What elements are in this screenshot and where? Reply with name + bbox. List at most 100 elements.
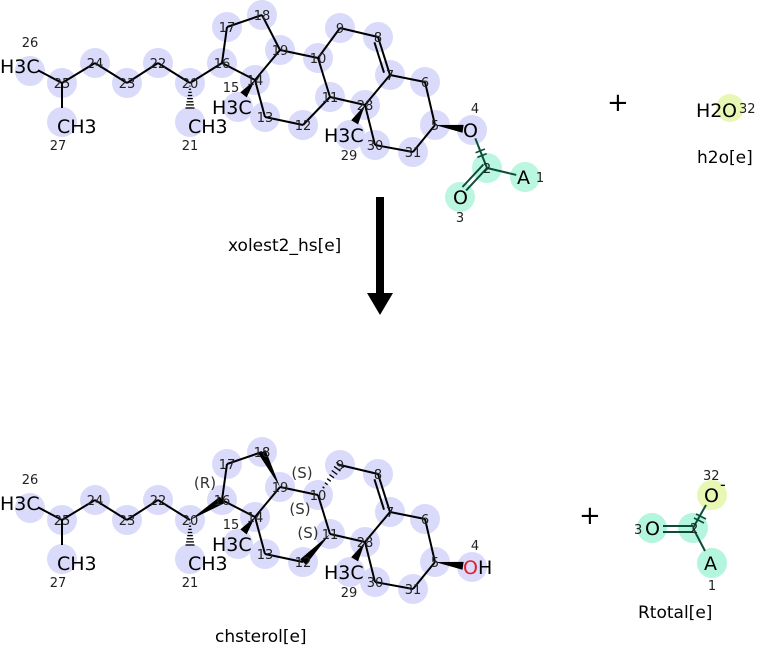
bottom-atom-number-21: 21 [182, 576, 199, 591]
bond-28-30 [364, 541, 376, 583]
top-atom-number-19: 19 [272, 44, 289, 59]
bond-26-25 [37, 506, 63, 521]
bottom-atom-label-26: H3C [0, 493, 40, 515]
bottom-atom-highlight-21 [175, 544, 205, 574]
bottom-atom-number-23: 23 [119, 514, 136, 529]
top-atom-number-4: 4 [471, 102, 479, 117]
bond-8-7-inner [373, 42, 385, 73]
bond-6-7 [389, 511, 426, 520]
bond-30-31 [374, 581, 414, 590]
rtotal-number-2: 2 [690, 522, 698, 537]
top-atom-label-21: CH3 [188, 116, 228, 138]
top-atom-highlight-4 [457, 115, 487, 145]
hash-line [333, 465, 341, 472]
bond-10-9 [317, 27, 341, 59]
top-atom-label-3: O [453, 187, 468, 209]
bond-22-20 [157, 499, 191, 521]
cholesterol-name: chsterol[e] [215, 627, 307, 647]
bond-14-16 [221, 62, 256, 81]
bottom-stereo-11: (S) [297, 524, 318, 542]
bottom-atom-number-6: 6 [421, 513, 429, 528]
top-atom-number-5: 5 [431, 119, 439, 134]
bottom-atom-label-27: CH3 [57, 553, 97, 575]
bond-14-13 [254, 79, 266, 118]
rtotal-bond-2-1 [692, 527, 706, 552]
bond-9-8 [339, 27, 379, 38]
top-atom-number-16: 16 [214, 57, 231, 72]
bond-14-16 [221, 499, 256, 518]
bond-13-12 [264, 553, 304, 563]
top-atom-number-1: 1 [536, 171, 544, 186]
hash-line [319, 490, 322, 493]
top-atom-number-12: 12 [295, 119, 312, 134]
top-atom-number-15: 15 [223, 81, 240, 96]
rtotal-highlight-32 [697, 480, 727, 510]
bottom-atom-number-5: 5 [431, 556, 439, 571]
bottom-atom-number-18: 18 [254, 446, 271, 461]
top-atom-number-18: 18 [254, 9, 271, 24]
bond-16-17 [221, 463, 228, 501]
bond-28-11 [329, 533, 366, 543]
bottom-atom-label-4: OH [463, 557, 492, 579]
top-atom-number-2: 2 [483, 162, 491, 177]
top-atom-label-15: H3C [212, 97, 252, 119]
top-atom-number-17: 17 [219, 21, 236, 36]
bond-5-6 [424, 518, 436, 563]
bond-18-19 [261, 14, 281, 51]
top-atom-highlight-29 [335, 120, 365, 150]
rtotal-oxygen-3: O [645, 518, 660, 540]
bottom-atom-highlight-29 [335, 557, 365, 587]
plus-sign-top: + [607, 88, 629, 118]
bond-26-25 [37, 69, 63, 84]
reaction-arrow-shaft [376, 197, 384, 295]
bond-24-23 [94, 499, 128, 521]
top-atom-label-26: H3C [0, 56, 40, 78]
bond-2-3 [465, 167, 488, 192]
bond-10-19 [279, 49, 319, 59]
top-atom-highlight-15 [223, 92, 253, 122]
bottom-atom-number-4: 4 [471, 539, 479, 554]
bond-2-1 [486, 167, 517, 176]
bond-5-6 [424, 81, 436, 126]
bond-6-7 [389, 74, 426, 83]
bond-30-31 [374, 144, 414, 153]
top-atom-label-29: H3C [324, 125, 364, 147]
bond-28-11 [329, 96, 366, 106]
top-atom-highlight-21 [175, 107, 205, 137]
bottom-atom-number-16: 16 [214, 494, 231, 509]
bond-11-10 [317, 494, 331, 535]
bond-7-28 [364, 74, 391, 106]
bond-31-5 [412, 561, 436, 590]
bond-25-24 [61, 62, 96, 84]
bond-8-7 [377, 473, 391, 513]
top-atom-number-27: 27 [50, 139, 67, 154]
water-highlight [716, 94, 744, 122]
bottom-atom-number-14: 14 [247, 511, 264, 526]
bottom-stereo-19: (S) [291, 464, 312, 482]
bottom-atom-number-29: 29 [341, 586, 358, 601]
hydrogen-letter: H [478, 557, 492, 579]
bottom-atom-number-9: 9 [336, 459, 344, 474]
hash-line [322, 486, 325, 489]
hash-line [331, 469, 338, 476]
bottom-atom-number-27: 27 [50, 576, 67, 591]
bond-10-19 [279, 486, 319, 496]
cleavage-mark [695, 513, 707, 520]
bottom-atom-number-24: 24 [87, 494, 104, 509]
bottom-atom-label-21: CH3 [188, 553, 228, 575]
rtotal-highlight-1 [697, 548, 727, 578]
top-atom-number-21: 21 [182, 139, 199, 154]
bond-23-22 [126, 499, 159, 521]
hash-line [326, 478, 332, 482]
bond-12-11 [302, 96, 331, 126]
bottom-atom-number-22: 22 [150, 494, 167, 509]
top-atom-number-6: 6 [421, 76, 429, 91]
bond-19-14 [254, 49, 281, 81]
top-atom-number-23: 23 [119, 77, 136, 92]
bond-19-18 [258, 450, 280, 487]
bond-20-21 [185, 522, 195, 546]
bottom-atom-number-8: 8 [374, 468, 382, 483]
top-atom-number-7: 7 [386, 69, 394, 84]
bond-20-16 [189, 62, 223, 84]
top-atom-label-4: O [463, 120, 478, 142]
